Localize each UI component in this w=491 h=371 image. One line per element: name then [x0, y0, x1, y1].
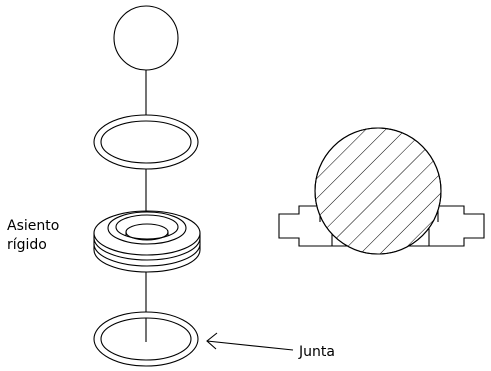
ball [113, 5, 179, 71]
section-view [278, 127, 485, 255]
lower-o-ring [93, 311, 199, 367]
exploded-view [93, 5, 294, 367]
gasket-arrow [206, 332, 294, 351]
seat-label-line2: rígido [7, 237, 47, 253]
ball-section [314, 127, 442, 255]
gasket-label: Junta [298, 344, 335, 360]
upper-o-ring [93, 114, 199, 170]
seat-label-line1: Asiento [7, 218, 59, 234]
rigid-seat [93, 210, 201, 273]
